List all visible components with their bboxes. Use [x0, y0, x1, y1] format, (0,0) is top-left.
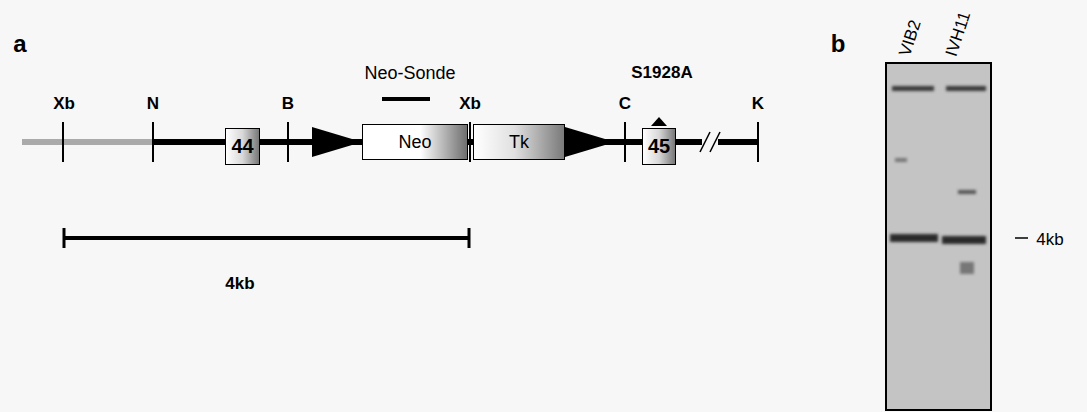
lane-label: VIB2 [896, 18, 924, 58]
mutation-label: S1928A [631, 64, 692, 81]
box-label: Neo [398, 132, 431, 153]
panel-letter: a [13, 32, 26, 56]
site-label: N [147, 95, 159, 112]
site-label: C [619, 95, 631, 112]
lane-label: IVH11 [943, 9, 973, 58]
site-label: B [282, 95, 294, 112]
scale-label: 4kb [225, 275, 254, 292]
exon-box: 44 [225, 128, 260, 165]
site-label: Xb [459, 95, 481, 112]
tk-cassette-box: Tk [473, 124, 565, 160]
box-label: 44 [231, 135, 253, 158]
exon-box: 45 [642, 128, 676, 165]
panel-letter: b [831, 32, 846, 56]
box-label: Tk [509, 132, 529, 153]
probe-label: Neo-Sonde [364, 64, 455, 82]
site-label: K [752, 95, 764, 112]
box-label: 45 [648, 135, 670, 158]
size-marker-label: 4kb [1036, 231, 1063, 248]
neo-cassette-box: Neo [362, 124, 468, 160]
site-label: Xb [53, 95, 75, 112]
